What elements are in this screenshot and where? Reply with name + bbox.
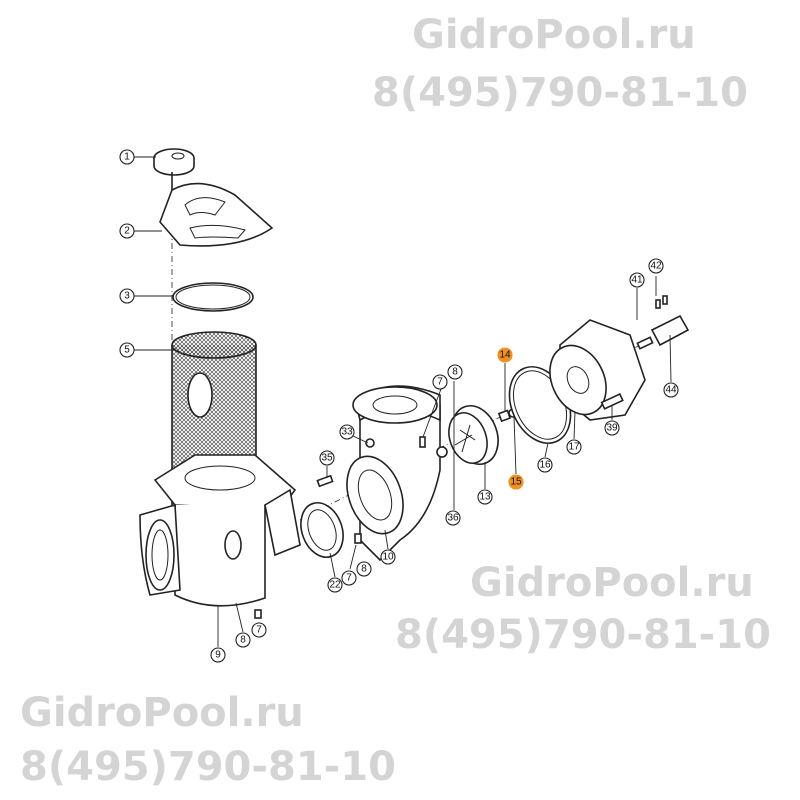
callout-13: 13: [477, 489, 493, 505]
callout-7: 7: [432, 374, 448, 390]
watermark-phone-top: 8(495)790-81-10: [372, 70, 748, 116]
callout-label: 8: [361, 564, 367, 575]
callout-label: 9: [215, 650, 221, 661]
part-impeller: [448, 405, 499, 465]
callout-label: 15: [510, 477, 522, 488]
part-lid: [159, 182, 274, 247]
part-motor-bracket: [549, 319, 646, 421]
part-o-ring: [172, 282, 254, 312]
callout-17: 17: [566, 439, 582, 455]
callout-5: 5: [119, 342, 135, 358]
watermark-phone-middle: 8(495)790-81-10: [395, 612, 771, 658]
callout-36: 36: [445, 510, 461, 526]
part-pump-volute: [346, 385, 441, 562]
callout-35: 35: [319, 450, 335, 466]
callout-label: 39: [606, 423, 618, 434]
watermark-site-bottom: GidroPool.ru: [20, 690, 304, 736]
callout-label: 2: [124, 226, 130, 237]
callout-22: 22: [327, 577, 343, 593]
callout-label: 13: [479, 492, 491, 503]
callout-3: 3: [119, 288, 135, 304]
callout-44: 44: [663, 382, 679, 398]
callout-label: 1: [124, 152, 130, 163]
callout-8: 8: [447, 364, 463, 380]
callout-label: 35: [321, 453, 333, 464]
callout-label: 8: [240, 635, 246, 646]
callout-label: 41: [631, 275, 643, 286]
watermark-phone-bottom: 8(495)790-81-10: [20, 744, 396, 790]
part-knob: [153, 148, 195, 195]
callout-label: 7: [256, 625, 262, 636]
callout-1: 1: [119, 149, 135, 165]
callout-39: 39: [604, 420, 620, 436]
callout-8: 8: [235, 632, 251, 648]
callouts: 1 2 3 5 9 8 7 22 7 8 10 35 33 7 8 36 13 …: [119, 149, 679, 663]
bolts: [254, 436, 448, 619]
callout-label: 14: [499, 350, 511, 361]
callout-label: 42: [650, 261, 662, 272]
callout-7: 7: [251, 622, 267, 638]
callout-label: 8: [452, 367, 458, 378]
callout-label: 3: [124, 291, 130, 302]
callout-33: 33: [339, 424, 355, 440]
callout-9: 9: [210, 647, 226, 663]
watermark-site-middle: GidroPool.ru: [470, 560, 754, 606]
callout-label: 36: [447, 513, 459, 524]
callout-label: 17: [568, 442, 580, 453]
callout-label: 5: [124, 345, 130, 356]
callout-7: 7: [341, 570, 357, 586]
callout-8: 8: [356, 561, 372, 577]
callout-41: 41: [629, 272, 645, 288]
callout-label: 33: [341, 427, 353, 438]
callout-label: 44: [665, 385, 677, 396]
callout-label: 10: [382, 552, 394, 563]
callout-2: 2: [119, 223, 135, 239]
callout-label: 7: [346, 573, 352, 584]
callout-label: 16: [539, 460, 551, 471]
part-gasket: [300, 502, 344, 558]
callout-label: 7: [437, 377, 443, 388]
watermark-site-top: GidroPool.ru: [412, 12, 696, 58]
callout-16: 16: [537, 457, 553, 473]
callout-14-highlighted: 14: [497, 347, 513, 363]
part-shaft-coupling: [636, 295, 690, 350]
callout-10: 10: [380, 549, 396, 565]
callout-label: 22: [329, 580, 341, 591]
part-strainer-housing: [139, 454, 301, 607]
leader-lines: [134, 156, 672, 647]
callout-15-highlighted: 15: [508, 474, 524, 490]
callout-42: 42: [648, 258, 664, 274]
